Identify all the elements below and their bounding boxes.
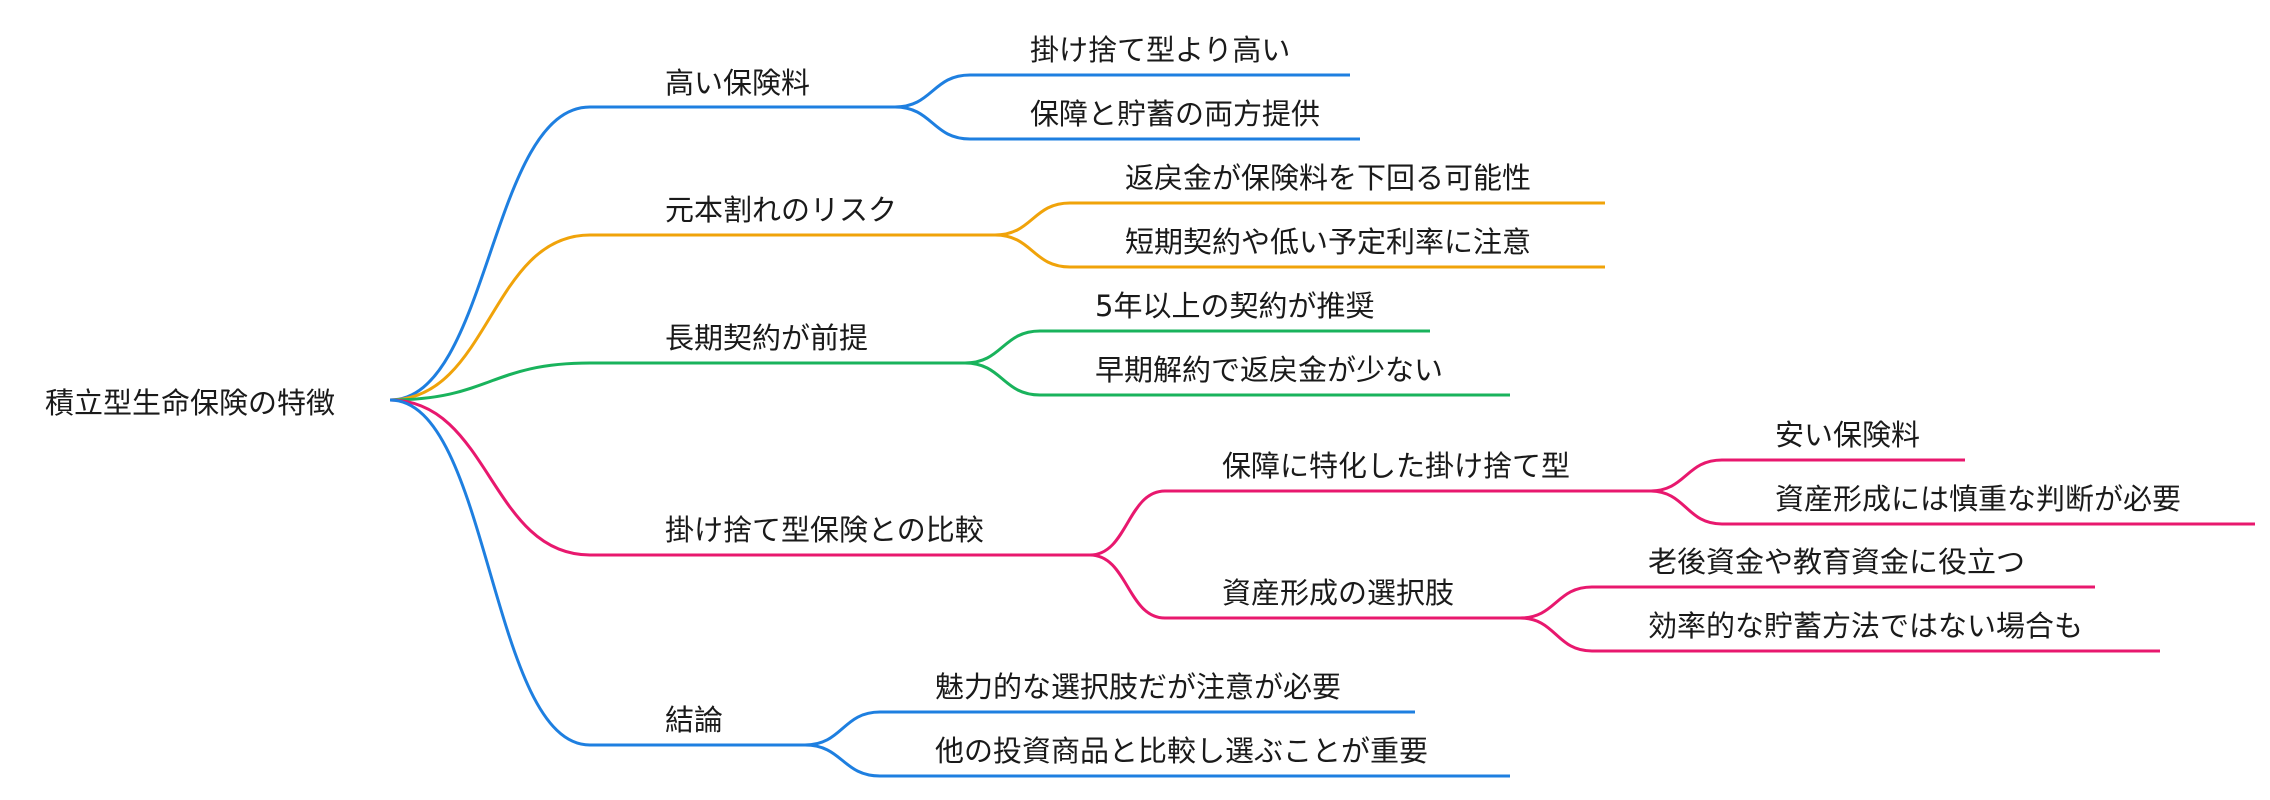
edge-branch-child [1089, 489, 1166, 557]
edge-branch-child [964, 361, 1041, 397]
edge-branch-child [994, 233, 1071, 269]
branch-label: 元本割れのリスク [665, 193, 897, 227]
grandchild-label: 老後資金や教育資金に役立つ [1648, 545, 2025, 579]
edge-branch-child [964, 329, 1041, 365]
edge-root-branch [389, 398, 591, 557]
edge-root-branch [389, 398, 591, 747]
edge-branch-child [804, 710, 881, 747]
edge-root-branch [389, 233, 591, 402]
root-label: 積立型生命保険の特徴 [45, 386, 335, 420]
child-label: 保障に特化した掛け捨て型 [1222, 449, 1570, 483]
grandchild-label: 効率的な貯蓄方法ではない場合も [1648, 609, 2083, 643]
edge-child-grandchild [1519, 616, 1593, 653]
edge-branch-child [894, 105, 971, 141]
child-label: 返戻金が保険料を下回る可能性 [1125, 161, 1531, 195]
child-label: 資産形成の選択肢 [1222, 576, 1454, 610]
edge-branch-child [804, 743, 881, 778]
child-label: 短期契約や低い予定利率に注意 [1125, 225, 1531, 259]
edge-branch-child [1089, 553, 1166, 620]
branch-label: 結論 [665, 703, 723, 737]
child-label: 他の投資商品と比較し選ぶことが重要 [935, 734, 1428, 768]
grandchild-label: 資産形成には慎重な判断が必要 [1775, 482, 2181, 516]
child-label: 5年以上の契約が推奨 [1095, 289, 1374, 323]
edge-root-branch [389, 105, 591, 402]
child-label: 早期解約で返戻金が少ない [1095, 353, 1443, 387]
edge-branch-child [994, 201, 1071, 237]
branch-label: 長期契約が前提 [665, 321, 868, 355]
mindmap-labels: 積立型生命保険の特徴 高い保険料 掛け捨て型より高い保障と貯蓄の両方提供元本割れの… [45, 33, 2181, 768]
edge-child-grandchild [1519, 585, 1593, 620]
edge-root-branch [389, 361, 591, 402]
edge-child-grandchild [1649, 458, 1723, 493]
mindmap-edges [389, 73, 1723, 778]
child-label: 保障と貯蓄の両方提供 [1030, 97, 1320, 131]
mindmap-underlines [590, 73, 2255, 778]
child-label: 魅力的な選択肢だが注意が必要 [935, 670, 1341, 704]
grandchild-label: 安い保険料 [1775, 418, 1920, 452]
edge-branch-child [894, 73, 971, 109]
branch-label: 掛け捨て型保険との比較 [665, 513, 984, 547]
edge-child-grandchild [1649, 489, 1723, 526]
branch-label: 高い保険料 [665, 66, 810, 100]
child-label: 掛け捨て型より高い [1030, 33, 1290, 67]
